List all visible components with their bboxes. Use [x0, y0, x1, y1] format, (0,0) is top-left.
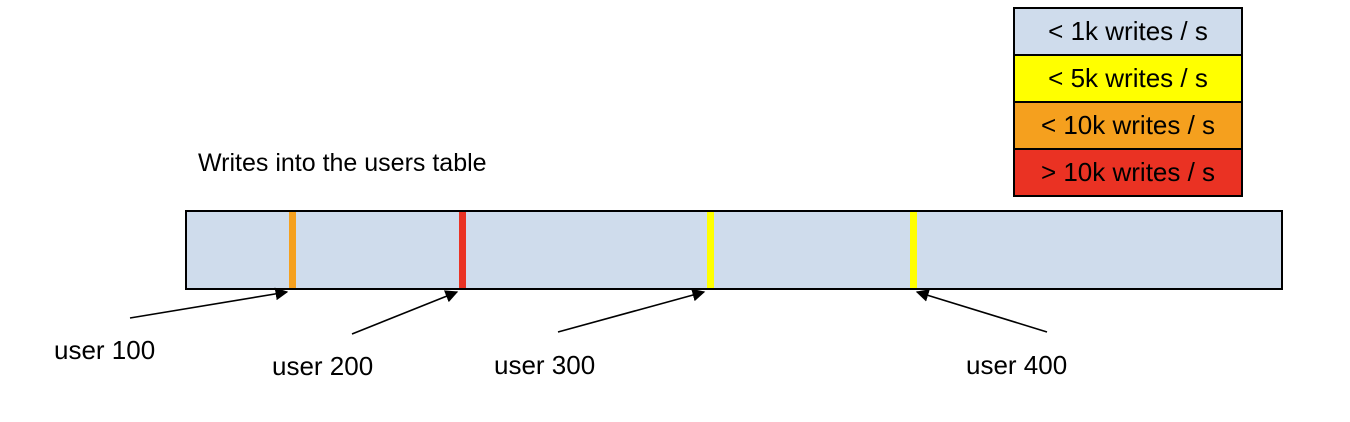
users-table-keyspace-bar	[185, 210, 1283, 290]
marker-stripe-user-100	[288, 212, 296, 288]
arrow-user-100-icon	[129, 287, 289, 319]
marker-stripe-user-300	[706, 212, 714, 288]
legend-item-gt-10k: > 10k writes / s	[1013, 148, 1243, 197]
arrow-user-400-icon	[915, 289, 1048, 333]
legend: < 1k writes / s < 5k writes / s < 10k wr…	[1013, 7, 1243, 197]
marker-stripe-user-400	[909, 212, 917, 288]
arrow-user-200-icon	[351, 290, 459, 335]
legend-item-lt-5k: < 5k writes / s	[1013, 54, 1243, 103]
label-user-300: user 300	[494, 350, 596, 380]
legend-item-lt-1k: < 1k writes / s	[1013, 7, 1243, 56]
arrow-user-300-icon	[557, 288, 706, 333]
label-user-100: user 100	[54, 335, 156, 365]
diagram-title: Writes into the users table	[198, 149, 487, 177]
label-user-400: user 400	[966, 350, 1068, 380]
label-user-200: user 200	[272, 351, 374, 381]
marker-stripe-user-200	[458, 212, 466, 288]
legend-item-lt-10k: < 10k writes / s	[1013, 101, 1243, 150]
